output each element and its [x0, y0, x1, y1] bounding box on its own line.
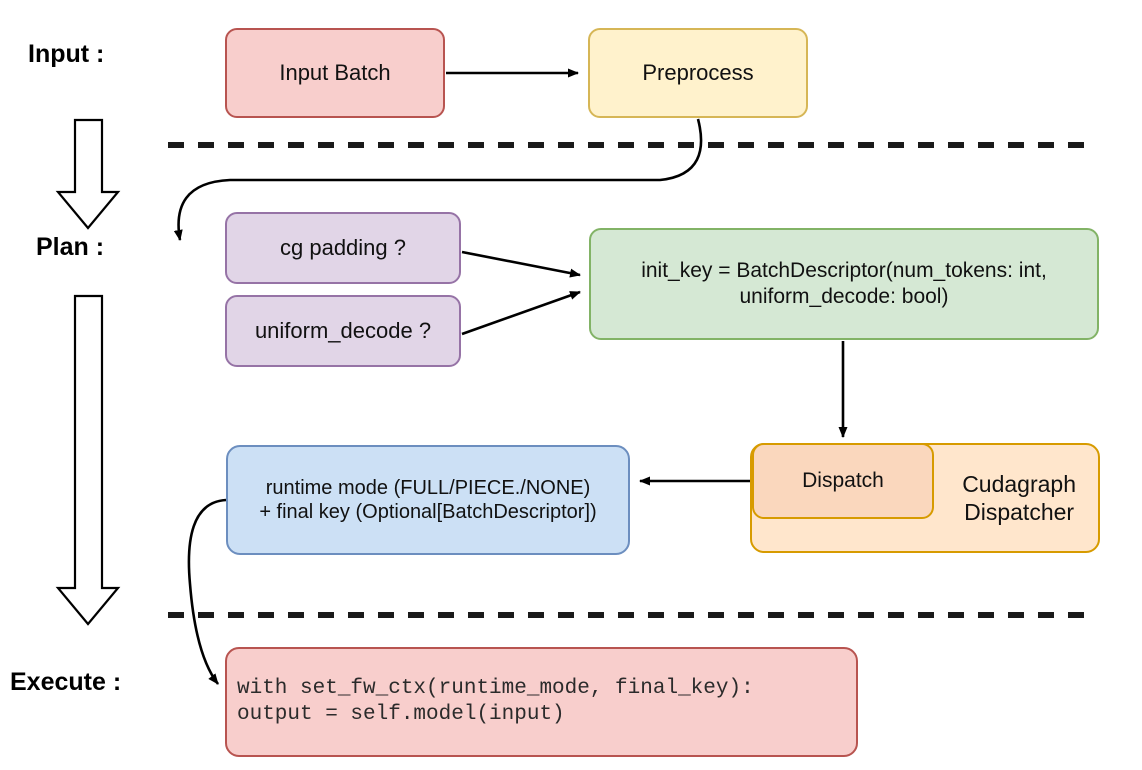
node-uniform-decode[interactable]: uniform_decode ? [225, 295, 461, 367]
node-runtime-mode-label: runtime mode (FULL/PIECE./NONE) + final … [259, 476, 597, 523]
node-preprocess[interactable]: Preprocess [588, 28, 808, 118]
node-cudagraph-dispatcher-label: Cudagraph Dispatcher [962, 470, 1076, 525]
stage-label-execute: Execute : [10, 668, 122, 696]
edge-runtime-mode-to-execute-code [187, 498, 227, 685]
edge-uniform-decode-to-init-key [461, 290, 581, 336]
node-dispatch[interactable]: Dispatch [752, 443, 934, 519]
node-init-key[interactable]: init_key = BatchDescriptor(num_tokens: i… [589, 228, 1099, 340]
node-input-batch-label: Input Batch [279, 59, 391, 85]
node-cg-padding-label: cg padding ? [280, 234, 406, 260]
node-dispatch-label: Dispatch [802, 469, 884, 493]
stage-label-plan: Plan : [36, 233, 105, 261]
node-execute-code-label: with set_fw_ctx(runtime_mode, final_key)… [237, 677, 754, 726]
edge-cg-padding-to-init-key [461, 250, 581, 278]
stage-arrow-plan-to-execute [55, 294, 121, 626]
node-init-key-label: init_key = BatchDescriptor(num_tokens: i… [641, 259, 1047, 308]
node-input-batch[interactable]: Input Batch [225, 28, 445, 118]
node-execute-code[interactable]: with set_fw_ctx(runtime_mode, final_key)… [225, 647, 858, 757]
stage-label-input: Input : [28, 40, 105, 68]
node-preprocess-label: Preprocess [642, 59, 754, 85]
node-runtime-mode[interactable]: runtime mode (FULL/PIECE./NONE) + final … [226, 445, 630, 555]
node-cg-padding[interactable]: cg padding ? [225, 212, 461, 284]
stage-arrow-input-to-plan [55, 118, 121, 230]
node-uniform-decode-label: uniform_decode ? [254, 317, 432, 343]
